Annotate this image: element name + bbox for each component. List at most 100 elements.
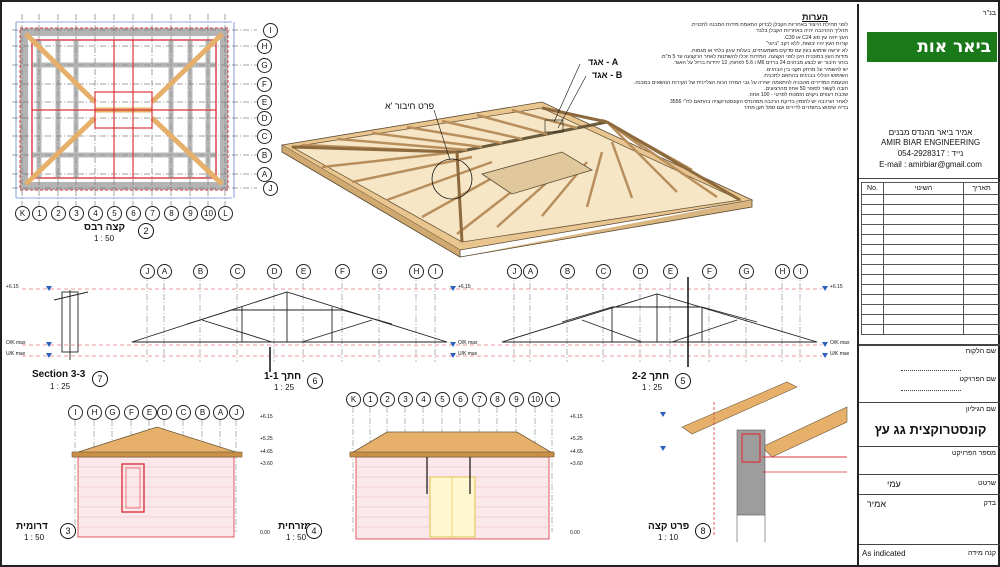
grid-bubble-row: J [263, 181, 278, 196]
level-tag: O/K max [458, 340, 478, 346]
section-3-3-number: 7 [92, 371, 108, 387]
level-tag: +4.65 [260, 449, 273, 455]
plan-title: קצה רבס [84, 222, 126, 233]
section-1-grid-bubble: B [193, 264, 208, 279]
grid-bubble-col: K [15, 206, 30, 221]
drawing-name-label: שם הגיליון [965, 406, 996, 413]
note-line: יש להשמיר על מרחק תקני בין הברגים. [765, 66, 848, 73]
section-1-grid-bubble: F [335, 264, 350, 279]
east-grid-bubble: 10 [528, 392, 543, 407]
section-2-grid-bubble: J [507, 264, 522, 279]
east-grid-bubble: L [545, 392, 560, 407]
level-tag: +6.15 [260, 414, 273, 420]
note-line: בורגי חיבור יש לבצע מברגים 24 ברזים M6 ו… [672, 60, 848, 67]
note-line: תהליך ההרכבה יהיה באחריות הקבלן בלבד [755, 28, 848, 35]
section-1-grid-bubble: G [372, 264, 387, 279]
title-block: בנ"ר ביאר אות הנדסה אמיר ביאר מהנדס מבני… [857, 4, 1000, 567]
east-grid-bubble: 1 [363, 392, 378, 407]
company-email: E-mail : amirbiar@gmail.com [879, 160, 982, 169]
grid-bubble-row: B [257, 148, 272, 163]
section-1-1-number: 6 [307, 373, 323, 389]
level-tag: +4.65 [570, 449, 583, 455]
revisions-header-change: השינוי [883, 182, 964, 195]
plan-view-number: 2 [138, 223, 154, 239]
grid-bubble-row: H [257, 39, 272, 54]
east-elevation-title: מזרחית [278, 521, 312, 532]
grid-bubble-row: E [257, 95, 272, 110]
section-2-grid-bubble: H [775, 264, 790, 279]
roof-isometric [280, 63, 754, 258]
revisions-table: No. השינוי תאריך [861, 182, 1000, 335]
section-2-2-title: חתך 2-2 [632, 371, 670, 382]
note-line: בדיה שימוש בחומרים לדירים ועם סמל תקן מח… [743, 105, 848, 112]
east-elevation-number: 4 [306, 523, 322, 539]
east-grid-bubble: 6 [453, 392, 468, 407]
east-grid-bubble: 3 [398, 392, 413, 407]
eave-detail-number: 8 [695, 523, 711, 539]
note-line: לפני תחילת הייצור באחריות הקבלן לבדוק הת… [690, 22, 848, 28]
grid-bubble-col: 5 [107, 206, 122, 221]
project-number-label: מספר הפרויקט [951, 450, 996, 457]
title-block-divider [859, 544, 1000, 545]
level-tag: O/K max [6, 340, 26, 346]
section-2-grid-bubble: F [702, 264, 717, 279]
roof-plan [12, 14, 257, 207]
level-tag: +3.60 [570, 461, 583, 467]
grid-bubble-col: 4 [88, 206, 103, 221]
grid-bubble-col: 3 [69, 206, 84, 221]
section-2-grid-bubble: A [523, 264, 538, 279]
title-block-divider [859, 494, 1000, 495]
note-line: לא יורשה שימוש בעץ עם סדקים משמעותיים, ב… [690, 47, 848, 54]
company-name-english: AMIR BIAR ENGINEERING [880, 138, 981, 147]
grid-bubble-row: C [257, 129, 272, 144]
south-grid-bubble: A [213, 405, 228, 420]
east-grid-bubble: 4 [416, 392, 431, 407]
east-elevation-scale: 1 : 50 [286, 533, 307, 542]
level-tag: U/K max [458, 351, 478, 357]
section-1-1-title: חתך 1-1 [264, 371, 302, 382]
company-phone: נייד : 054-2928317 [897, 149, 964, 158]
note-line: חובה לקשור לסופר 50 אחוז מהרצועים. [764, 86, 848, 93]
client-name-field [901, 370, 961, 371]
level-tag: +5.25 [570, 436, 583, 442]
project-name-label: שם הפרויקט [959, 376, 996, 383]
sections-row [22, 272, 828, 372]
section-1-grid-bubble: H [409, 264, 424, 279]
revisions-header-date: תאריך [963, 182, 1000, 195]
grid-bubble-row: I [263, 23, 278, 38]
south-elevation-title: דרומית [16, 521, 48, 532]
drawn-by-label: שרטט [978, 480, 996, 487]
title-block-divider [859, 474, 1000, 475]
grid-bubble-row: F [257, 77, 272, 92]
south-elevation-scale: 1 : 50 [24, 533, 45, 542]
level-tag: +6.15 [458, 284, 471, 290]
detail-b-label: אגד - B [592, 70, 623, 80]
elevations-row [71, 381, 848, 542]
grid-bubble-col: 1 [32, 206, 47, 221]
grid-bubble-col: 8 [164, 206, 179, 221]
company-logo: ביאר אות הנדסה [867, 32, 997, 87]
level-tag: U/K max [6, 351, 26, 357]
section-3-3-title: Section 3-3 [32, 369, 86, 380]
eave-detail-scale: 1 : 10 [658, 533, 679, 542]
level-tag: 0.00 [260, 530, 270, 536]
section-3-3-scale: 1 : 25 [50, 382, 71, 391]
grid-bubble-col: 6 [126, 206, 141, 221]
east-grid-bubble: 2 [380, 392, 395, 407]
drawn-by-value: עמי [887, 479, 901, 489]
grid-bubble-row: D [257, 111, 272, 126]
south-grid-bubble: E [142, 405, 157, 420]
section-1-grid-bubble: D [267, 264, 282, 279]
notes-list: לפני תחילת הייצור באחריות הקבלן לבדוק הת… [630, 22, 848, 112]
title-block-divider [859, 178, 1000, 179]
plan-scale: 1 : 50 [94, 234, 115, 243]
client-label: בנ"ר [982, 10, 996, 17]
client-name-label: שם הלקוח [965, 348, 996, 355]
section-2-grid-bubble: G [739, 264, 754, 279]
notes-title: הערות [802, 12, 829, 22]
grid-bubble-col: 10 [201, 206, 216, 221]
section-2-2-number: 5 [675, 373, 691, 389]
drawing-name: קונסטרוקצית גג עץ [874, 422, 987, 437]
